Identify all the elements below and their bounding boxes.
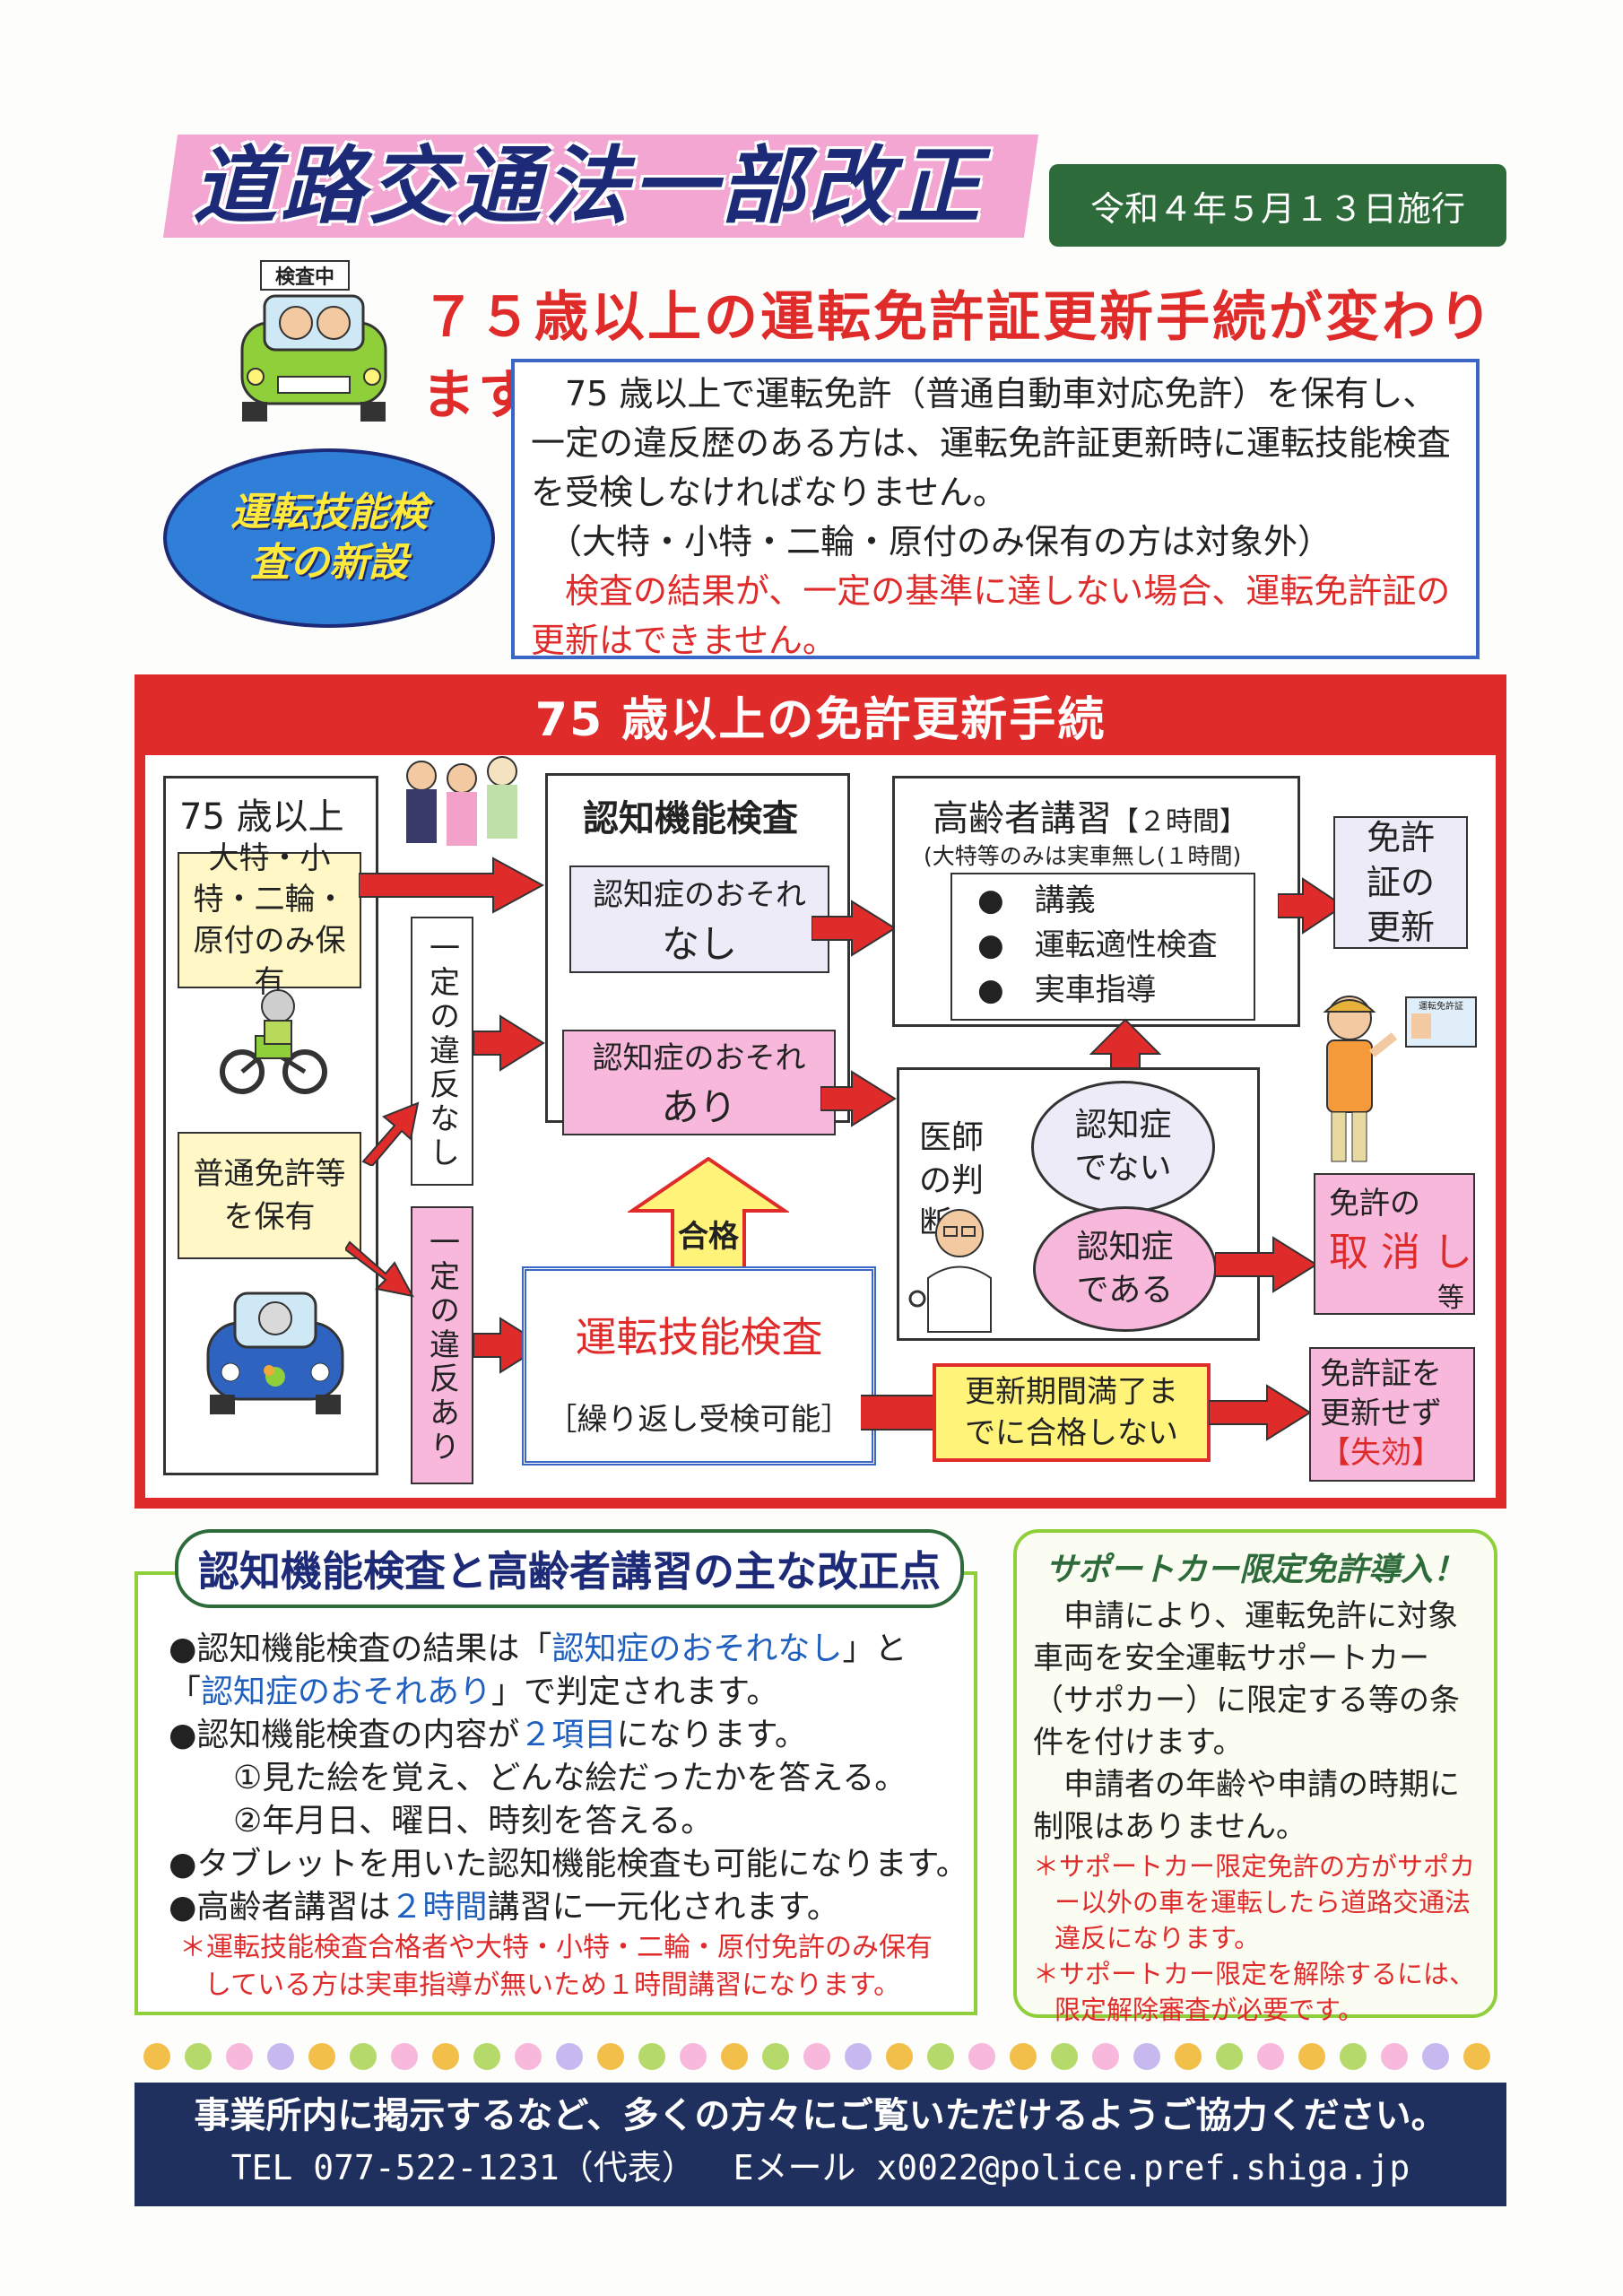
footer-bar: 事業所内に掲示するなど、多くの方々にご覧いただけるようご協力ください。 TEL …	[135, 2083, 1506, 2206]
arrow-group-a-to-cog	[359, 857, 545, 914]
no-renew-line2: 【失効】	[1320, 1435, 1442, 1471]
arrow-yes-to-doctor	[820, 1070, 897, 1127]
pass-label: 合格	[678, 1218, 739, 1255]
dementia-label: 認知症である	[1076, 1229, 1174, 1309]
fail-label: 更新期間満了までに合格しない	[965, 1374, 1178, 1451]
arrow-dementia-to-revoke	[1215, 1236, 1318, 1293]
changes-list: ●認知機能検査の結果は「認知症のおそれなし」と 「認知症のおそれあり」で判定され…	[169, 1628, 976, 2005]
dementia-oval: 認知症である	[1033, 1206, 1217, 1332]
course-item: ● 運転適性検査	[977, 927, 1218, 963]
car-sign: 検査中	[260, 260, 350, 291]
intro-box: 75 歳以上で運転免許（普通自動車対応免許）を保有し、一定の違反歴のある方は、運…	[511, 359, 1480, 660]
renew-label: 免許証の更新	[1366, 818, 1435, 947]
course-item: ● 講義	[977, 883, 1096, 918]
revoke-line3: 等	[1437, 1283, 1464, 1314]
arrow-fail-to-no-renew	[1209, 1384, 1312, 1441]
change-item-2: ●認知機能検査の内容が２項目になります。	[169, 1717, 807, 1753]
elderly-man-illustration	[1323, 996, 1477, 1162]
age-label: 75 歳以上	[179, 796, 344, 838]
course-hours: 【２時間】	[1112, 806, 1246, 838]
arrow-course-to-renew	[1278, 877, 1345, 935]
no-renew-line1: 免許証を更新せず	[1320, 1356, 1442, 1431]
license-card-label: 運転免許証	[1419, 1001, 1463, 1012]
footer-contact: TEL 077-522-1231（代表） Eメール x0022@police.p…	[230, 2148, 1410, 2187]
arrow-groupb-to-viol	[345, 1240, 414, 1298]
arrow-groupb-to-noviol	[361, 1101, 420, 1166]
change-item-1: ●認知機能検査の結果は「認知症のおそれなし」と	[169, 1631, 907, 1667]
footer-message: 事業所内に掲示するなど、多くの方々にご覧いただけるようご協力ください。	[194, 2095, 1447, 2136]
skill-test-repeat: ［繰り返し受検可能］	[546, 1402, 852, 1438]
support-car-text1: 申請により、運転免許に対象車両を安全運転サポートカー（サポカー）に限定する等の条…	[1033, 1598, 1460, 1761]
support-car-title: サポートカー限定免許導入！	[1045, 1552, 1465, 1588]
revoke-box: 免許の 取 消 し 等	[1314, 1173, 1475, 1315]
skill-test-box	[522, 1266, 876, 1465]
no-violation-box: 一定の違反なし	[411, 917, 473, 1186]
change-item-2b: ②年月日、曜日、時刻を答える。	[233, 1803, 714, 1839]
group-a-label: 大特・小特・二輪・原付のみ保有	[193, 840, 346, 1000]
intro-text: 75 歳以上で運転免許（普通自動車対応免許）を保有し、一定の違反歴のある方は、運…	[531, 374, 1452, 512]
result-none-line1: 認知症のおそれ	[593, 877, 806, 913]
blue-car-illustration	[206, 1292, 344, 1414]
decorative-dots-row	[143, 2043, 1506, 2074]
flow-title: 75 歳以上の免許更新手続	[534, 692, 1107, 747]
revoke-line2: 取 消 し	[1329, 1230, 1472, 1275]
elderly-group-illustration	[406, 756, 517, 846]
no-violation-label: 一定の違反なし	[423, 932, 460, 1170]
group-a-box: 大特・小特・二輪・原付のみ保有	[178, 840, 361, 1000]
course-title: 高齢者講習【２時間】	[933, 789, 1246, 841]
result-none-box: 認知症のおそれ なし	[569, 865, 829, 973]
course-title-text: 高齢者講習	[933, 798, 1112, 839]
fail-arrow-shaft	[861, 1395, 933, 1431]
course-item: ● 実車指導	[977, 972, 1157, 1008]
revoke-line1: 免許の	[1329, 1186, 1420, 1222]
course-note: (大特等のみは実車無し(１時間)	[924, 843, 1242, 869]
support-car-box: サポートカー限定免許導入！ 申請により、運転免許に対象車両を安全運転サポートカー…	[1013, 1529, 1497, 2025]
no-renew-box: 免許証を更新せず 【失効】	[1309, 1347, 1475, 1482]
effective-date: 令和４年５月１３日施行	[1049, 164, 1506, 247]
change-item-2a: ①見た絵を覚え、どんな絵だったかを答える。	[233, 1760, 907, 1796]
group-b-label: 普通免許等を保有	[193, 1156, 346, 1235]
page-title: 道路交通法一部改正	[193, 138, 985, 236]
support-car-text2: 申請者の年齢や申請の時期に制限はありません。	[1033, 1767, 1460, 1845]
arrow-noviol-to-cog	[473, 1014, 545, 1072]
support-car-note2: ＊サポートカー限定を解除するには、限定解除審査が必要です。	[1033, 1959, 1476, 2025]
fail-box: 更新期間満了までに合格しない	[933, 1363, 1211, 1462]
not-dementia-oval: 認知症でない	[1031, 1081, 1215, 1213]
renew-box: 免許証の更新	[1333, 816, 1468, 949]
result-yes-line2: あり	[661, 1085, 737, 1129]
new-skill-test-badge: 運転技能検査の新設	[163, 448, 495, 628]
violation-label: 一定の違反あり	[423, 1226, 460, 1465]
change-item-3: ●タブレットを用いた認知機能検査も可能になります。	[169, 1846, 968, 1883]
group-b-box: 普通免許等を保有	[178, 1132, 361, 1259]
change-item-1b: 「認知症のおそれあり」で判定されます。	[169, 1674, 779, 1710]
motorcycle-illustration	[220, 989, 327, 1094]
skill-test-title: 運転技能検査	[575, 1313, 823, 1361]
result-none-line2: なし	[661, 922, 737, 966]
not-dementia-label: 認知症でない	[1074, 1107, 1172, 1187]
doctor-label: 医師の判断	[919, 1119, 985, 1242]
change-note: ＊運転技能検査合格者や大特・小特・二輪・原付免許のみ保有している方は実車指導が無…	[179, 1932, 933, 2001]
support-car-note1: ＊サポートカー限定免許の方がサポカー以外の車を運転したら道路交通法違反になります…	[1033, 1851, 1476, 1953]
intro-exclusion: （大特・小特・二輪・原付のみ保有の方は対象外）	[548, 522, 1332, 561]
arrow-none-to-course	[812, 900, 897, 957]
result-yes-line1: 認知症のおそれ	[592, 1040, 806, 1076]
changes-title: 認知機能検査と高齢者講習の主な改正点	[175, 1529, 964, 1608]
result-yes-box: 認知症のおそれ あり	[562, 1030, 836, 1135]
cognitive-test-title: 認知機能検査	[583, 798, 798, 839]
course-items-box: ● 講義 ● 運転適性検査 ● 実車指導	[950, 873, 1255, 1021]
change-item-4: ●高齢者講習は２時間講習に一元化されます。	[169, 1889, 839, 1926]
doctor-illustration	[908, 1209, 992, 1333]
badge-text: 運転技能検査の新設	[230, 490, 428, 586]
violation-box: 一定の違反あり	[411, 1206, 473, 1484]
inspection-car-illustration: 検査中	[224, 260, 404, 430]
intro-warning: 検査の結果が、一定の基準に達しない場合、運転免許証の更新はできません。	[531, 571, 1451, 660]
